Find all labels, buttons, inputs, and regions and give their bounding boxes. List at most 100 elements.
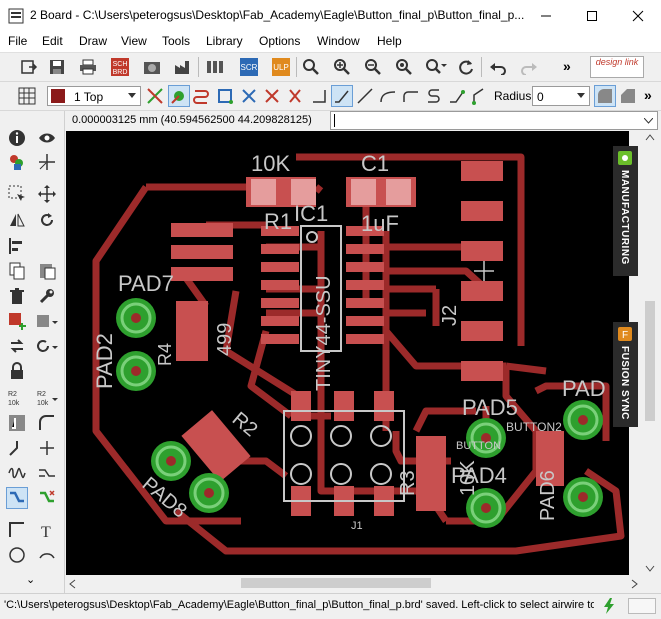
wire-bend-button-3[interactable] [190, 85, 212, 107]
select-button[interactable] [6, 183, 28, 205]
split-button[interactable] [6, 437, 28, 459]
wire-bend-button-2[interactable] [168, 85, 190, 107]
factory-button[interactable] [172, 56, 194, 78]
show-button[interactable] [36, 127, 58, 149]
layers-button[interactable] [204, 56, 226, 78]
menu-tools[interactable]: Tools [162, 34, 191, 48]
bend-straight-button[interactable] [354, 85, 376, 107]
toolbar1-more[interactable]: » [563, 58, 571, 74]
swap-button[interactable] [6, 335, 28, 357]
paste-button[interactable] [36, 260, 58, 282]
circle-button[interactable] [6, 544, 28, 566]
optimize-button[interactable] [36, 437, 58, 459]
toolbar2-more[interactable]: » [644, 87, 652, 103]
route-button[interactable] [6, 487, 28, 509]
factory-icon [175, 61, 189, 74]
delete-button[interactable] [6, 285, 28, 307]
zoom-in-button[interactable] [331, 56, 353, 78]
wire-bend-button-1[interactable] [144, 85, 166, 107]
menu-library[interactable]: Library [206, 34, 243, 48]
zoom-out-button[interactable] [362, 56, 384, 78]
miter-button[interactable] [36, 412, 58, 434]
bend-45-button[interactable] [331, 85, 353, 107]
wire-bend-button-6[interactable] [261, 85, 283, 107]
bend-round-button[interactable] [400, 85, 422, 107]
menu-options[interactable]: Options [259, 34, 301, 48]
save-button[interactable] [46, 56, 68, 78]
menu-edit[interactable]: Edit [42, 34, 63, 48]
horizontal-scroll-thumb[interactable] [241, 578, 431, 588]
copy-button[interactable] [6, 260, 28, 282]
move-button[interactable] [36, 183, 58, 205]
radius-label: Radius: [494, 89, 535, 103]
arc-button[interactable] [36, 544, 58, 566]
radius-select[interactable]: 0 [532, 86, 590, 106]
route-diff-button[interactable] [36, 462, 58, 484]
redo-button[interactable] [518, 56, 540, 78]
change-button[interactable] [36, 285, 58, 307]
display-button[interactable] [6, 151, 28, 173]
mark-button[interactable] [36, 151, 58, 173]
lock-button[interactable] [6, 360, 28, 382]
info-button[interactable] [6, 127, 28, 149]
open-button[interactable] [18, 56, 40, 78]
close-button[interactable] [615, 0, 661, 31]
horizontal-scrollbar[interactable] [66, 575, 643, 591]
left-toolbar-more-icon[interactable]: ⌄ [26, 574, 36, 586]
smash-button[interactable] [6, 412, 28, 434]
maximize-button[interactable] [569, 0, 615, 31]
bend-arc-button[interactable] [377, 85, 399, 107]
mirror-button[interactable] [6, 209, 28, 231]
rotate-button[interactable] [36, 209, 58, 231]
bend-90-icon [313, 90, 326, 103]
menu-file[interactable]: File [8, 34, 28, 48]
stop-button[interactable] [599, 596, 619, 616]
layer-select[interactable]: 1 Top [47, 86, 141, 106]
grid-button[interactable] [16, 85, 38, 107]
undo-button[interactable] [487, 56, 509, 78]
menu-view[interactable]: View [121, 34, 147, 48]
wire-bend-button-4[interactable] [214, 85, 236, 107]
text-button[interactable]: T [36, 519, 58, 541]
refresh-button[interactable] [455, 56, 477, 78]
wire-button[interactable] [6, 519, 28, 541]
cam-button[interactable] [141, 56, 163, 78]
bend-green-2-button[interactable] [469, 85, 491, 107]
wire-bend-button-7[interactable] [284, 85, 306, 107]
command-input[interactable] [330, 111, 658, 130]
fusion-sync-tab[interactable]: F FUSION SYNC [613, 322, 638, 427]
maximize-icon [587, 10, 597, 21]
script-button[interactable]: SCR [238, 56, 260, 78]
menu-help[interactable]: Help [377, 34, 402, 48]
zoom-select-button[interactable] [425, 56, 447, 78]
zoom-fit-button[interactable] [300, 56, 322, 78]
zoom-redraw-button[interactable] [393, 56, 415, 78]
bend-green-1-button[interactable] [446, 85, 468, 107]
menu-draw[interactable]: Draw [79, 34, 108, 48]
corner-chamfer-button[interactable] [617, 85, 639, 107]
bend-90-button[interactable] [308, 85, 330, 107]
board-canvas[interactable]: 10K C1 R1 IC1 1uF TINY44-SSU J2 PAD7 PAD… [66, 131, 629, 575]
ulp-button[interactable]: ULP [270, 56, 292, 78]
minimize-button[interactable] [523, 0, 569, 31]
label-j2: J2 [439, 305, 461, 326]
wire-bend-button-5[interactable] [238, 85, 260, 107]
meander-button[interactable] [6, 462, 28, 484]
vertical-scrollbar[interactable] [642, 131, 658, 575]
add-button[interactable] [6, 310, 28, 332]
vertical-scroll-thumb[interactable] [645, 301, 655, 421]
manufacturing-tab[interactable]: MANUFACTURING [613, 146, 638, 276]
corner-round-button[interactable] [594, 85, 616, 107]
menu-window[interactable]: Window [317, 34, 360, 48]
print-button[interactable] [77, 56, 99, 78]
ripup-button[interactable] [36, 487, 58, 509]
design-link-button[interactable]: design link [590, 56, 644, 78]
replace-button[interactable] [36, 310, 58, 332]
bend-s-button[interactable] [423, 85, 445, 107]
lock-route-button[interactable] [36, 335, 58, 357]
align-button[interactable] [6, 235, 28, 257]
